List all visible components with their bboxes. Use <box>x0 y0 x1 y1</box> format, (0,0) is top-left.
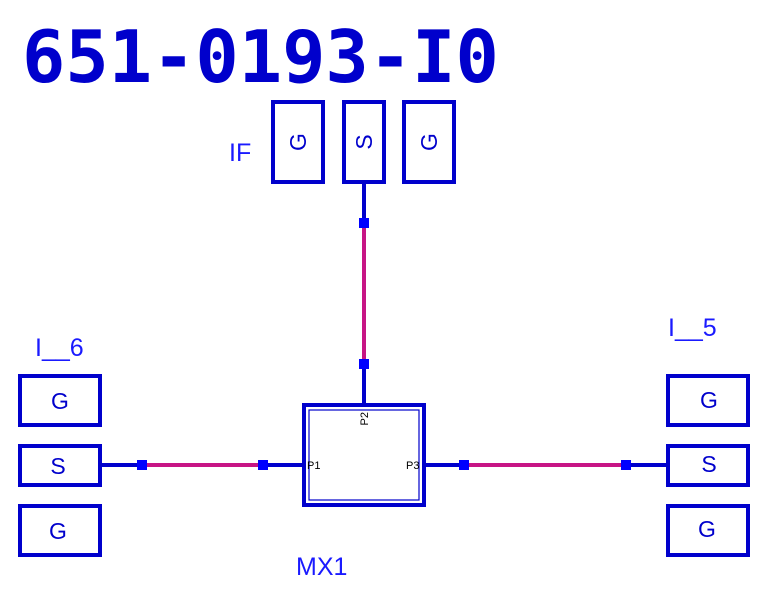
left-trace-node-start[interactable] <box>137 460 147 470</box>
if-trace-node-top[interactable] <box>359 218 369 228</box>
if-port[interactable]: IF G S G <box>229 100 456 184</box>
mixer-mx1[interactable]: P1 P2 P3 MX1 <box>296 403 426 581</box>
schematic-title: 651-0193-I0 <box>22 15 499 99</box>
left-pin-ground-2-label: G <box>49 518 67 544</box>
mixer-port-p2: P2 <box>359 412 371 425</box>
if-pin-ground-2-label: G <box>416 133 442 151</box>
if-port-label: IF <box>229 139 251 167</box>
if-pin-signal-label: S <box>351 134 377 149</box>
right-pin-ground-1[interactable] <box>666 374 750 427</box>
right-pin-signal-label: S <box>701 451 716 477</box>
left-pin-signal[interactable] <box>18 444 102 487</box>
if-pin-ground-1[interactable] <box>271 100 325 184</box>
left-pin-ground-2[interactable] <box>18 504 102 557</box>
if-trace-node-bottom[interactable] <box>359 359 369 369</box>
right-trace-node-start[interactable] <box>459 460 469 470</box>
left-port-label: I__6 <box>35 334 84 362</box>
if-pin-ground-2[interactable] <box>402 100 456 184</box>
right-pin-ground-1-label: G <box>700 387 718 413</box>
right-pin-ground-2-label: G <box>698 516 716 542</box>
left-port[interactable]: I__6 G S G <box>18 334 102 557</box>
right-pin-ground-2[interactable] <box>666 504 750 557</box>
left-pin-ground-1-label: G <box>51 388 69 414</box>
if-pin-ground-1-label: G <box>285 133 311 151</box>
right-port-label: I__5 <box>668 314 717 342</box>
right-pin-signal[interactable] <box>666 444 750 487</box>
right-port[interactable]: I__5 G S G <box>666 314 750 557</box>
mixer-label: MX1 <box>296 553 347 581</box>
mixer-inner-border <box>308 409 420 501</box>
left-trace-node-end[interactable] <box>258 460 268 470</box>
left-pin-signal-label: S <box>50 453 65 479</box>
mixer-port-p1: P1 <box>307 460 320 472</box>
mixer-outer-border[interactable] <box>302 403 426 507</box>
left-pin-ground-1[interactable] <box>18 374 102 427</box>
right-trace-node-end[interactable] <box>621 460 631 470</box>
mixer-port-p3: P3 <box>406 460 419 472</box>
